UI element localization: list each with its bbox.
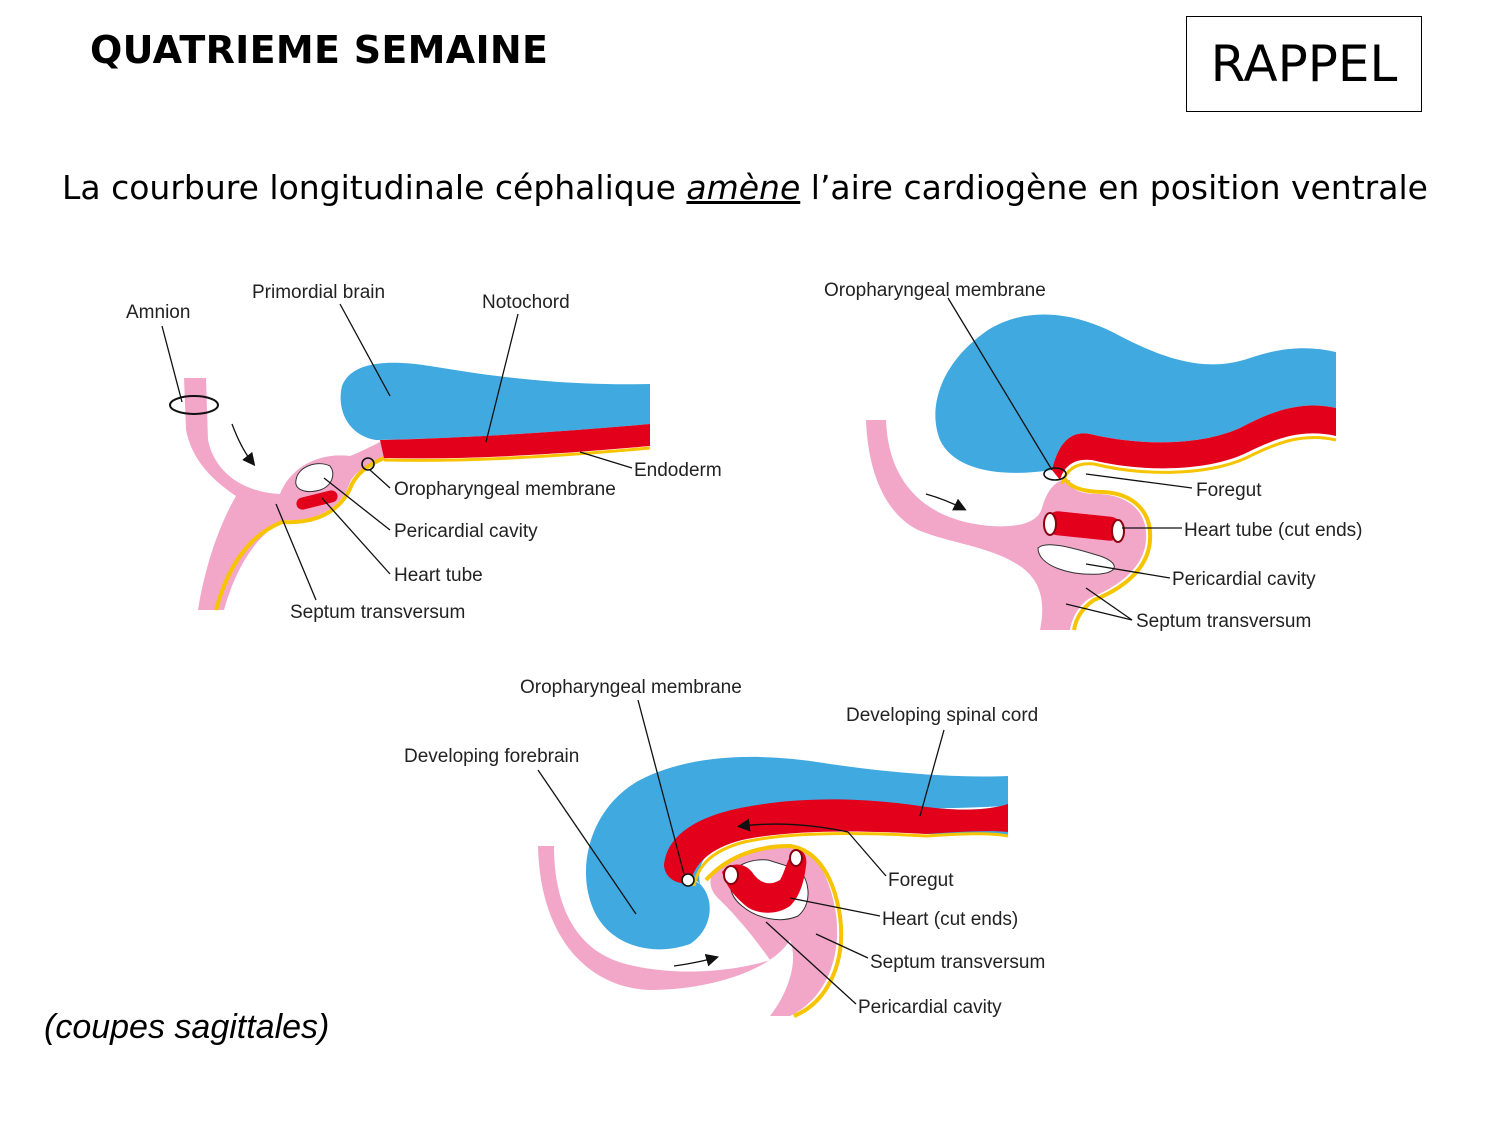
- subtitle-part-1: La courbure longitudinale céphalique: [62, 168, 687, 207]
- d3-label-developing-forebrain: Developing forebrain: [404, 746, 579, 767]
- d2-fold-arrow: [925, 493, 967, 511]
- d1-label-oropharyngeal-membrane: Oropharyngeal membrane: [394, 479, 616, 500]
- d2-endoderm-yellow: [1060, 435, 1337, 485]
- d3-fold-arrow-bottom: [673, 953, 720, 967]
- caption-sagittal-sections: (coupes sagittales): [44, 1008, 330, 1046]
- slide-title: QUATRIEME SEMAINE: [90, 28, 549, 72]
- d3-endoderm-yellow: [692, 832, 1009, 887]
- d2-label-foregut: Foregut: [1196, 480, 1262, 501]
- d3-label-foregut: Foregut: [888, 870, 954, 891]
- d1-label-endoderm: Endoderm: [634, 460, 722, 481]
- d3-heart-end-right: [789, 849, 803, 867]
- d2-heart-end-right: [1111, 519, 1125, 543]
- d1-pericardial-cavity: [295, 463, 334, 493]
- diagram-3: Oropharyngeal membrane Developing spinal…: [404, 677, 1045, 1018]
- d1-amnion-ring: [169, 395, 219, 415]
- d1-endoderm: [380, 424, 650, 459]
- d1-yellow-edge: [214, 456, 385, 611]
- d3-heart: [722, 850, 807, 913]
- d3-label-developing-spinal-cord: Developing spinal cord: [846, 705, 1038, 726]
- d2-heart-end-left: [1043, 512, 1057, 536]
- d2-septum-tissue: [866, 420, 1147, 630]
- d1-fold-arrow: [231, 423, 256, 467]
- d3-label-septum-transversum: Septum transversum: [870, 952, 1045, 973]
- d1-endoderm-yellow: [383, 446, 651, 462]
- d3-label-oropharyngeal-membrane: Oropharyngeal membrane: [520, 677, 742, 698]
- d3-yellow-edge: [704, 843, 844, 1018]
- d3-heart-end-left: [723, 865, 739, 885]
- rappel-badge: RAPPEL: [1186, 16, 1422, 112]
- d2-label-septum-transversum: Septum transversum: [1136, 611, 1311, 632]
- d3-label-heart-cut-ends: Heart (cut ends): [882, 909, 1018, 930]
- d2-yellow-edge: [1062, 476, 1153, 631]
- d2-brain: [935, 314, 1336, 473]
- d1-oropharyngeal-ring: [361, 457, 375, 471]
- d1-brain: [340, 362, 650, 440]
- d1-label-heart-tube: Heart tube: [394, 565, 483, 586]
- d3-label-pericardial-cavity: Pericardial cavity: [858, 997, 1002, 1018]
- subtitle-emphasis: amène: [686, 168, 801, 207]
- diagram-1: Amnion Primordial brain Notochord Endode…: [126, 282, 722, 623]
- d1-label-primordial-brain: Primordial brain: [252, 282, 385, 303]
- d2-pericardial-cavity: [1037, 544, 1115, 575]
- d2-heart-tube: [1046, 511, 1122, 541]
- d1-label-septum-transversum: Septum transversum: [290, 602, 465, 623]
- d2-endoderm: [1052, 405, 1336, 480]
- d1-heart-tube: [296, 490, 338, 510]
- d2-label-pericardial-cavity: Pericardial cavity: [1172, 569, 1316, 590]
- subtitle-part-2: l’aire cardiogène en position ventrale: [800, 168, 1428, 207]
- d1-label-notochord: Notochord: [482, 292, 570, 313]
- d2-label-oropharyngeal-membrane: Oropharyngeal membrane: [824, 280, 1046, 301]
- d3-fold-arrow-top: [736, 818, 849, 833]
- d3-oropharyngeal-ring: [681, 873, 695, 887]
- d2-label-heart-tube-cut-ends: Heart tube (cut ends): [1184, 520, 1362, 541]
- d1-label-amnion: Amnion: [126, 302, 190, 323]
- slide-subtitle: La courbure longitudinale céphalique amè…: [62, 168, 1428, 207]
- d2-oropharyngeal-ring: [1043, 467, 1067, 481]
- diagram-2: Oropharyngeal membrane Foregut Heart tub…: [824, 280, 1362, 632]
- d1-label-pericardial-cavity: Pericardial cavity: [394, 521, 538, 542]
- d1-septum-tissue: [184, 378, 388, 610]
